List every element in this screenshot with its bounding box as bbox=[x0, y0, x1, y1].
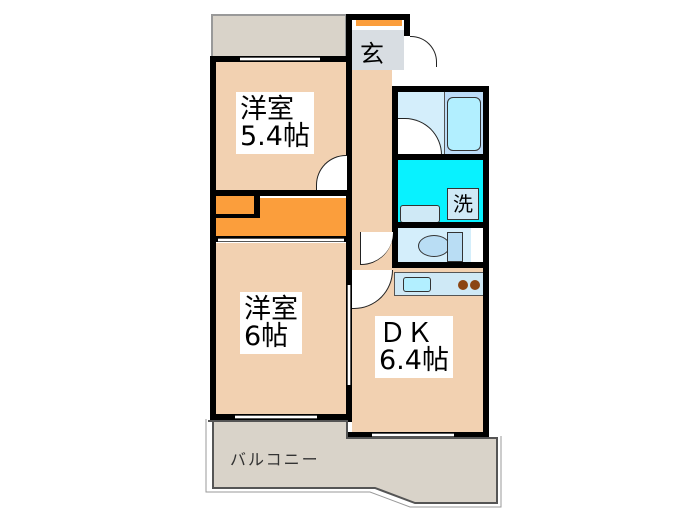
stove-icon bbox=[458, 280, 468, 290]
entrance-door-icon[interactable] bbox=[410, 36, 437, 67]
entrance bbox=[352, 30, 404, 70]
western-room-1-label: 洋室 5.4帖 bbox=[236, 92, 314, 154]
kitchen-counter bbox=[394, 272, 484, 296]
room-name: ＤＫ bbox=[379, 318, 433, 349]
western-room-2-label: 洋室 6帖 bbox=[240, 292, 302, 354]
dk-label: ＤＫ 6.4帖 bbox=[375, 316, 453, 378]
wall bbox=[346, 14, 410, 20]
room-size: 6.4帖 bbox=[379, 345, 449, 376]
wall bbox=[392, 262, 487, 268]
closet-divider-wall bbox=[254, 196, 260, 216]
bottom-balcony bbox=[205, 419, 502, 508]
room-size: 6帖 bbox=[244, 321, 289, 352]
sliding-door[interactable] bbox=[347, 285, 351, 385]
wall bbox=[392, 86, 487, 92]
room-name: 洋室 bbox=[244, 294, 298, 325]
top-balcony bbox=[210, 13, 348, 59]
window[interactable] bbox=[372, 433, 454, 437]
wall bbox=[346, 14, 352, 422]
toilet-tank-icon bbox=[447, 232, 463, 262]
room-name: 洋室 bbox=[240, 94, 294, 125]
washbasin-icon bbox=[400, 205, 440, 223]
toilet-icon bbox=[418, 235, 450, 257]
entrance-label: 玄 bbox=[360, 40, 384, 68]
stove-icon-2 bbox=[470, 280, 480, 290]
closet-shelf-wall bbox=[216, 214, 260, 218]
washroom-label: 洗 bbox=[447, 188, 479, 220]
wall bbox=[392, 86, 398, 266]
wall bbox=[404, 14, 410, 36]
closet-door[interactable] bbox=[218, 238, 344, 242]
window[interactable] bbox=[240, 57, 320, 61]
sink-icon bbox=[403, 277, 431, 292]
bathtub-icon bbox=[447, 97, 481, 151]
wall bbox=[210, 190, 350, 196]
wall bbox=[392, 154, 487, 160]
shoe-closet bbox=[356, 20, 402, 26]
balcony-label: バルコニー bbox=[230, 450, 320, 469]
window[interactable] bbox=[235, 415, 317, 419]
wall bbox=[392, 222, 487, 228]
room-size: 5.4帖 bbox=[240, 121, 310, 152]
